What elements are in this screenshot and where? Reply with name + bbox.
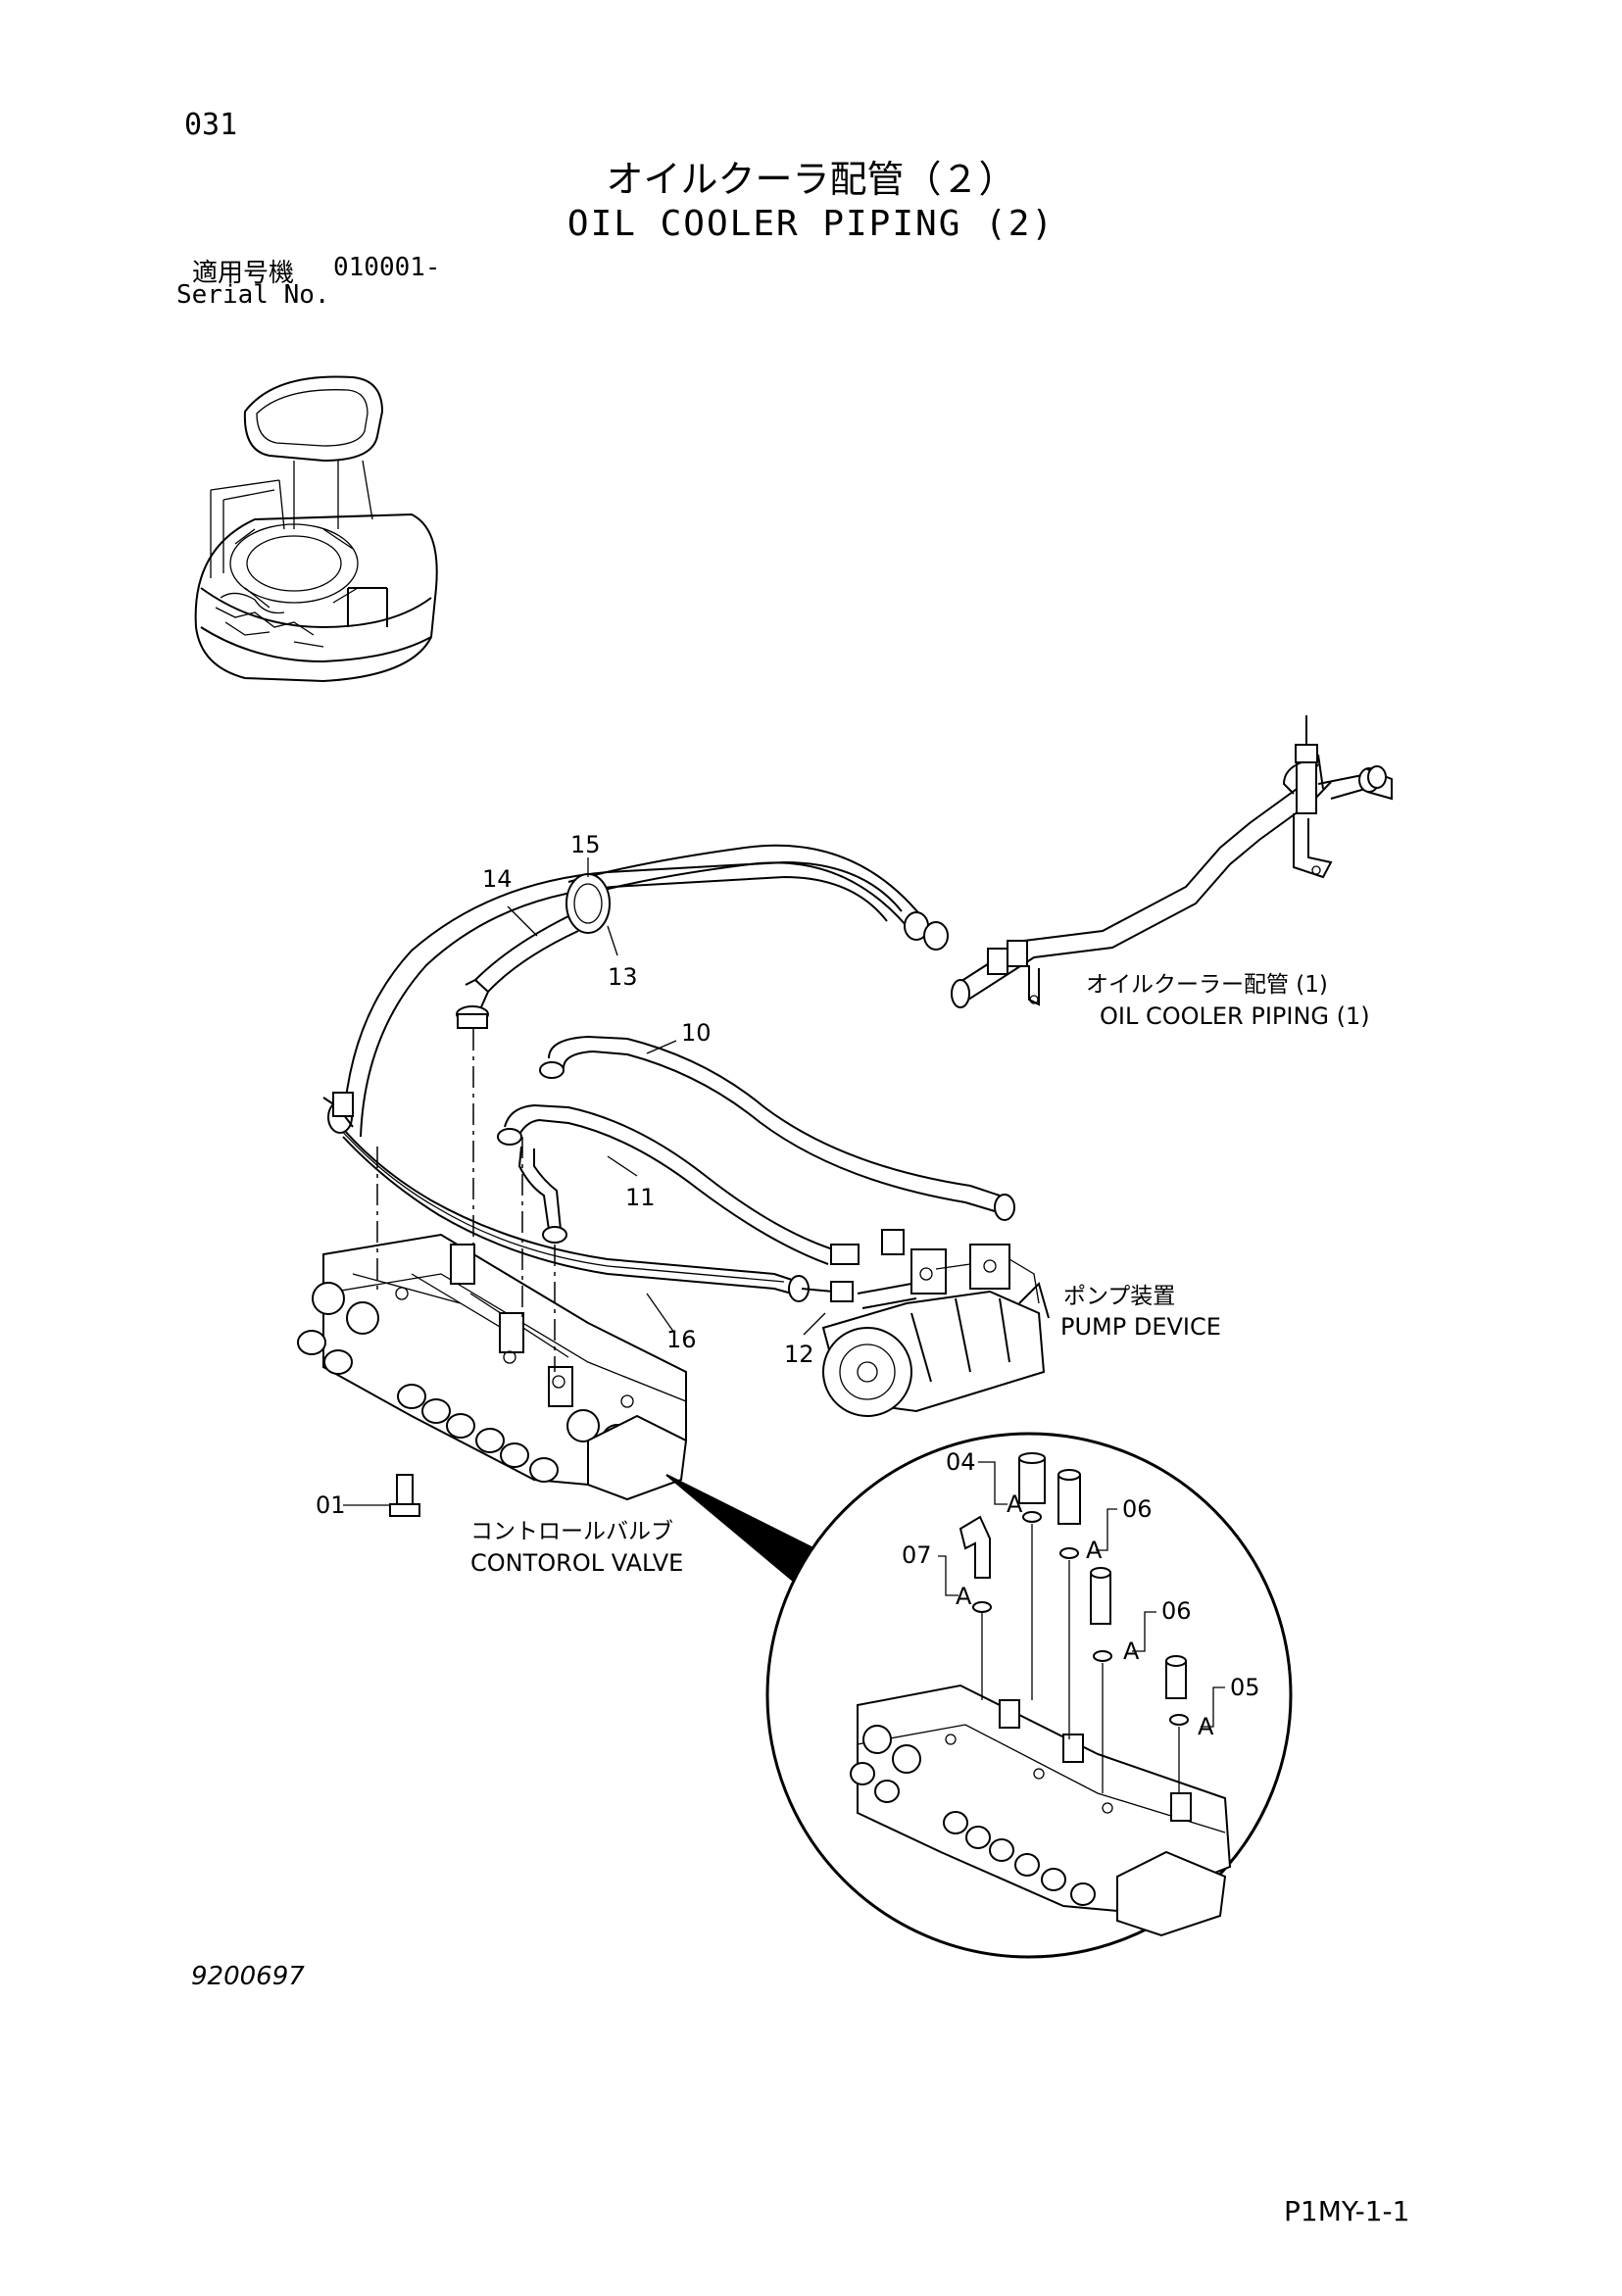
pump-device-drawing bbox=[821, 1229, 1050, 1417]
serial-label-japanese: 適用号機 bbox=[192, 259, 295, 288]
serial-number-value: 010001- bbox=[333, 253, 441, 282]
oil-cooler-piping-1-label-ja: オイルクーラー配管 (1) bbox=[1086, 972, 1328, 998]
control-valve-drawing bbox=[297, 1233, 688, 1517]
callout-04: 04 bbox=[946, 1448, 976, 1476]
callout-11: 11 bbox=[625, 1184, 656, 1211]
callout-01: 01 bbox=[316, 1491, 346, 1519]
oil-cooler-piping-1-drawing bbox=[951, 715, 1393, 1008]
callout-15: 15 bbox=[570, 831, 601, 858]
drawing-number: 9200697 bbox=[191, 1962, 305, 1991]
hose-assembly bbox=[322, 844, 1015, 1302]
ref-a-2: A bbox=[1086, 1537, 1103, 1564]
leader-lines bbox=[343, 857, 1225, 1728]
detail-pointer-wedge bbox=[665, 1474, 815, 1582]
oil-cooler-piping-1-label-en: OIL COOLER PIPING (1) bbox=[1100, 1002, 1370, 1030]
callout-labels: 15 14 13 10 11 16 12 01 04 06 07 06 05 A… bbox=[316, 831, 1370, 1740]
page-code: P1MY-1-1 bbox=[1284, 2195, 1410, 2227]
callout-07: 07 bbox=[902, 1541, 932, 1569]
callout-16: 16 bbox=[666, 1326, 697, 1353]
ref-a-1: A bbox=[1007, 1490, 1023, 1518]
ref-a-4: A bbox=[1123, 1637, 1140, 1665]
callout-13: 13 bbox=[608, 963, 638, 991]
control-valve-label-ja: コントロールバルブ bbox=[470, 1519, 673, 1544]
detail-view-circle bbox=[765, 1432, 1293, 1959]
callout-06-lower: 06 bbox=[1161, 1597, 1192, 1625]
center-lines bbox=[376, 1029, 556, 1372]
pump-device-label-ja: ポンプ装置 bbox=[1063, 1284, 1175, 1309]
callout-06-upper: 06 bbox=[1122, 1495, 1153, 1523]
serial-label-english: Serial No. bbox=[176, 280, 330, 310]
page-number: 031 bbox=[184, 108, 238, 142]
callout-10: 10 bbox=[681, 1019, 712, 1047]
callout-05: 05 bbox=[1230, 1674, 1260, 1701]
ref-a-5: A bbox=[1198, 1713, 1214, 1740]
pump-device-label-en: PUMP DEVICE bbox=[1060, 1313, 1221, 1341]
callout-14: 14 bbox=[482, 865, 513, 893]
page-title-japanese: オイルクーラ配管（２） bbox=[606, 158, 1016, 201]
callout-12: 12 bbox=[784, 1341, 814, 1368]
machine-overview-illustration bbox=[194, 375, 438, 683]
ref-a-3: A bbox=[956, 1583, 972, 1610]
control-valve-label-en: CONTOROL VALVE bbox=[470, 1549, 683, 1577]
page-title-english: OIL COOLER PIPING (2) bbox=[566, 204, 1056, 244]
